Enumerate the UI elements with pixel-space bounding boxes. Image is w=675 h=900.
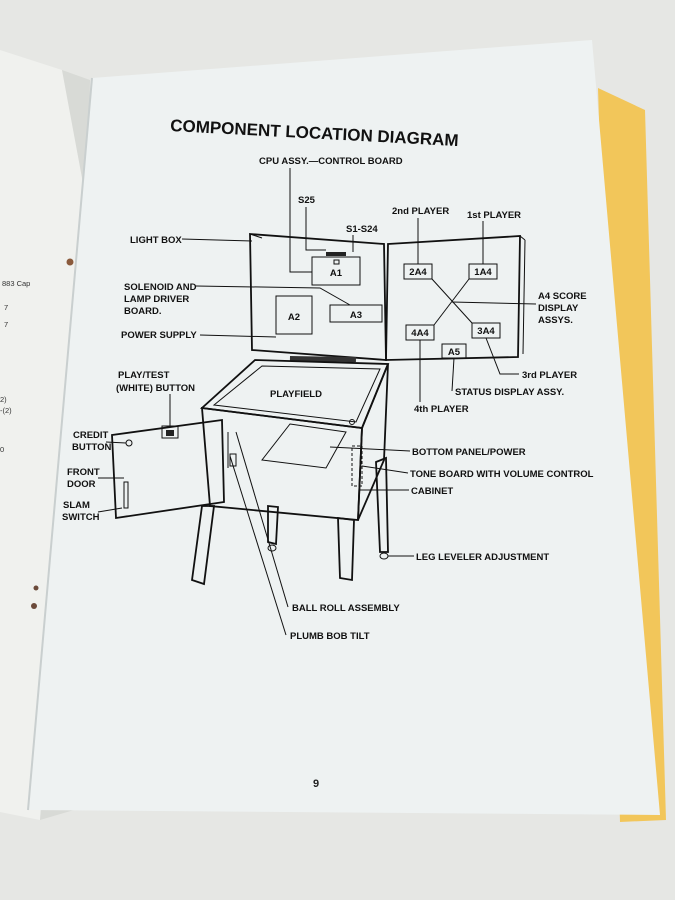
s1-s24-label: S1-S24 — [346, 224, 378, 235]
solenoid-label-line2: LAMP DRIVER — [124, 294, 189, 305]
fourth-player-label: 4th PLAYER — [414, 404, 469, 415]
page-edge — [27, 77, 93, 811]
main-page — [28, 40, 660, 815]
first-player-label: 1st PLAYER — [467, 210, 521, 221]
a4-score-label-line1: A4 SCORE — [538, 291, 587, 302]
power-supply-label: POWER SUPPLY — [121, 330, 197, 341]
a2-power-supply: A2 — [275, 295, 313, 335]
left-page-fragment: -(2) — [0, 406, 12, 415]
left-page-fragment: 883 Cap — [2, 279, 30, 288]
2a4-label: 2A4 — [409, 267, 427, 278]
solenoid-label-line3: BOARD. — [124, 306, 161, 317]
a5-label: A5 — [448, 347, 461, 358]
front-door — [111, 418, 237, 520]
a4-score-label-line2: DISPLAY — [538, 303, 579, 314]
page-number: 9 — [313, 778, 319, 790]
bottom-panel-label: BOTTOM PANEL/POWER — [412, 447, 526, 458]
left-page-fragment: 7 — [4, 320, 8, 329]
tone-board-label: TONE BOARD WITH VOLUME CONTROL — [410, 469, 594, 480]
dip-switches — [326, 252, 346, 256]
front-door-label-line1: FRONT — [67, 467, 100, 478]
left-page-fragment: 2) — [0, 395, 7, 404]
left-page-fragment: 7 — [4, 303, 8, 312]
cabinet-label: CABINET — [411, 486, 453, 497]
slam-switch-label-line1: SLAM — [63, 500, 90, 511]
3a4-label: 3A4 — [477, 326, 495, 337]
light-box — [249, 233, 526, 363]
third-player-label: 3rd PLAYER — [522, 370, 577, 381]
4a4-label: 4A4 — [411, 328, 429, 339]
binding-hole — [31, 603, 37, 609]
second-player-label: 2nd PLAYER — [392, 206, 449, 217]
a3-label: A3 — [350, 310, 362, 321]
light-box-label: LIGHT BOX — [130, 235, 182, 246]
a1-cpu-board: A1 — [311, 252, 361, 286]
binding-hole — [66, 258, 74, 266]
a2-label: A2 — [288, 312, 300, 323]
cpu-assy-label: CPU ASSY.—CONTROL BOARD — [259, 156, 403, 167]
ball-roll-label: BALL ROLL ASSEMBLY — [292, 603, 400, 614]
leg-leveler-label: LEG LEVELER ADJUSTMENT — [416, 552, 549, 563]
slam-switch-label-line2: SWITCH — [62, 512, 100, 523]
playfield-label: PLAYFIELD — [270, 389, 322, 400]
s25-label: S25 — [298, 195, 316, 206]
credit-button-label-line1: CREDIT — [73, 430, 109, 441]
leader-lines — [97, 168, 537, 636]
play-test-label-line2: (WHITE) BUTTON — [116, 383, 195, 394]
a3-solenoid-board: A3 — [329, 304, 383, 323]
binding-hole — [33, 585, 39, 591]
1a4-label: 1A4 — [474, 267, 492, 278]
status-display-label: STATUS DISPLAY ASSY. — [455, 387, 564, 398]
play-test-label-line1: PLAY/TEST — [118, 370, 170, 381]
a4-score-label-line3: ASSYS. — [538, 315, 573, 326]
left-page-fragment: 0 — [0, 445, 4, 454]
credit-button-label-line2: BUTTON — [72, 442, 112, 453]
cabinet-body — [191, 363, 389, 586]
front-door-label-line2: DOOR — [67, 479, 96, 490]
plumb-bob-label: PLUMB BOB TILT — [290, 631, 370, 642]
a1-label: A1 — [330, 268, 343, 279]
solenoid-label-line1: SOLENOID AND — [124, 282, 197, 293]
left-page — [0, 50, 88, 820]
